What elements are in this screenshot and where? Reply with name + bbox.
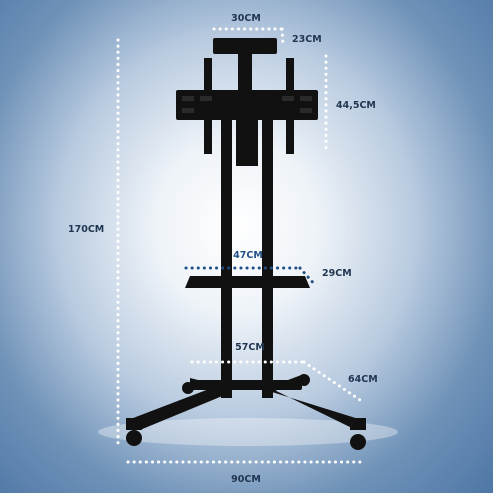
- leg-back-left: [190, 378, 222, 392]
- tv-stand: [126, 38, 366, 450]
- dim-line-top-depth: [280, 27, 285, 46]
- label-bracket-height: 44,5CM: [336, 100, 376, 111]
- caster-front-right: [350, 418, 366, 450]
- caster-back-left: [182, 382, 194, 394]
- label-total-height: 170CM: [68, 224, 104, 235]
- leg-front-right: [262, 384, 362, 430]
- dim-line-base-depth: [302, 360, 362, 402]
- camera-tray-post: [238, 54, 252, 90]
- label-base-depth: 64CM: [348, 374, 378, 385]
- camera-tray: [213, 38, 277, 54]
- floor-shadow: [98, 418, 398, 446]
- label-base-inner: 57CM: [235, 342, 265, 353]
- leg-front-left: [128, 384, 232, 430]
- caster-back-right: [298, 374, 310, 386]
- label-top-width: 30CM: [231, 13, 261, 24]
- pole-right: [262, 120, 273, 398]
- label-shelf-width: 47CM: [233, 250, 263, 261]
- caster-front-left: [126, 418, 142, 446]
- label-shelf-depth: 29CM: [322, 268, 352, 279]
- pole-left: [221, 120, 232, 398]
- leg-back-right: [272, 374, 304, 392]
- label-top-depth: 23CM: [292, 34, 322, 45]
- dim-line-shelf-depth: [298, 266, 318, 288]
- shelf: [185, 276, 310, 288]
- mounting-plate: [176, 90, 318, 120]
- label-base-width: 90CM: [231, 474, 261, 485]
- center-bracket: [236, 120, 258, 166]
